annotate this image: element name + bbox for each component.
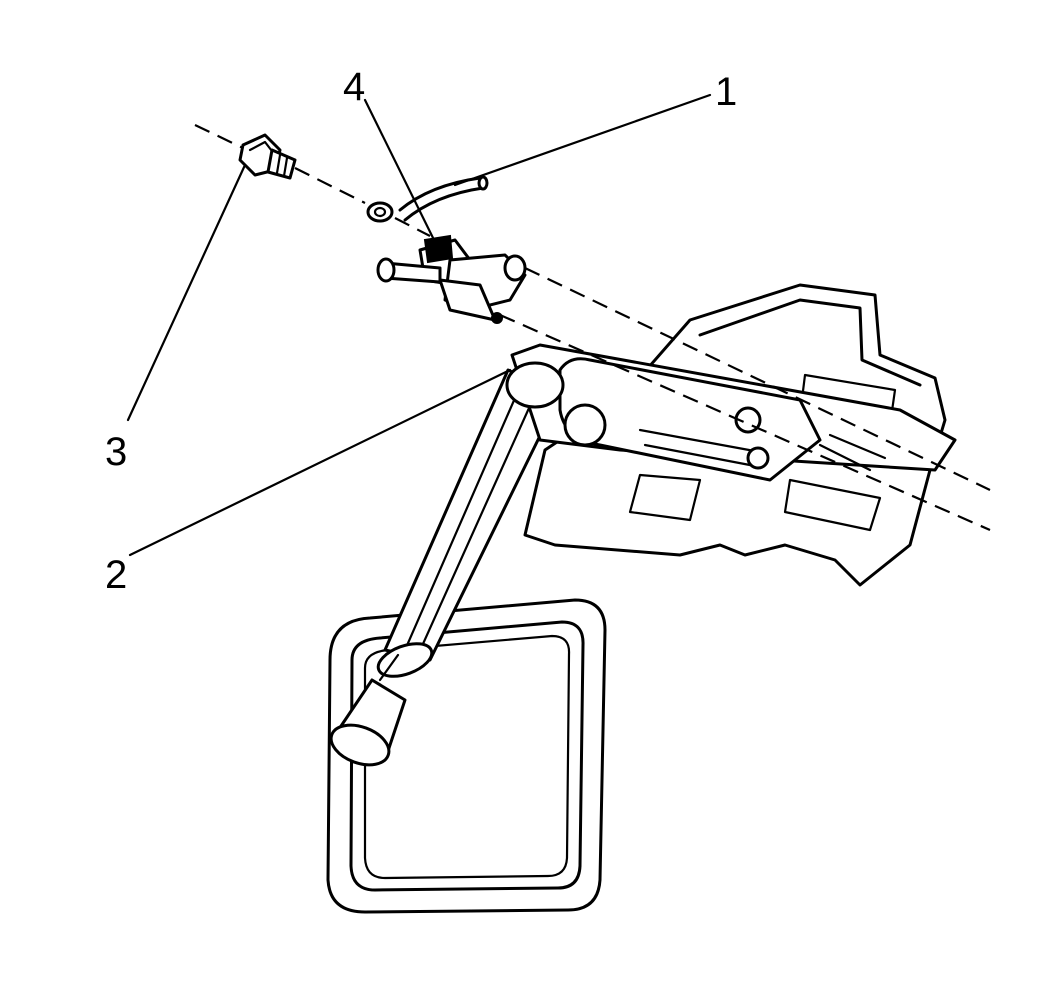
assembly-lines bbox=[194, 124, 991, 532]
release-knob bbox=[329, 653, 407, 767]
bolt bbox=[238, 133, 297, 180]
leader-1 bbox=[453, 93, 712, 187]
leader-4 bbox=[363, 98, 440, 250]
ratchet-lever bbox=[505, 343, 957, 482]
retainer-clip bbox=[366, 201, 394, 223]
switch-assembly bbox=[376, 234, 527, 324]
leader-3 bbox=[126, 163, 247, 422]
leader-lines bbox=[126, 93, 712, 557]
callout-3: 3 bbox=[105, 430, 127, 474]
callout-2: 2 bbox=[105, 553, 127, 597]
leader-2 bbox=[128, 368, 512, 557]
callout-1: 1 bbox=[715, 70, 737, 114]
pedal-pad bbox=[326, 598, 607, 914]
callout-4: 4 bbox=[343, 65, 365, 109]
